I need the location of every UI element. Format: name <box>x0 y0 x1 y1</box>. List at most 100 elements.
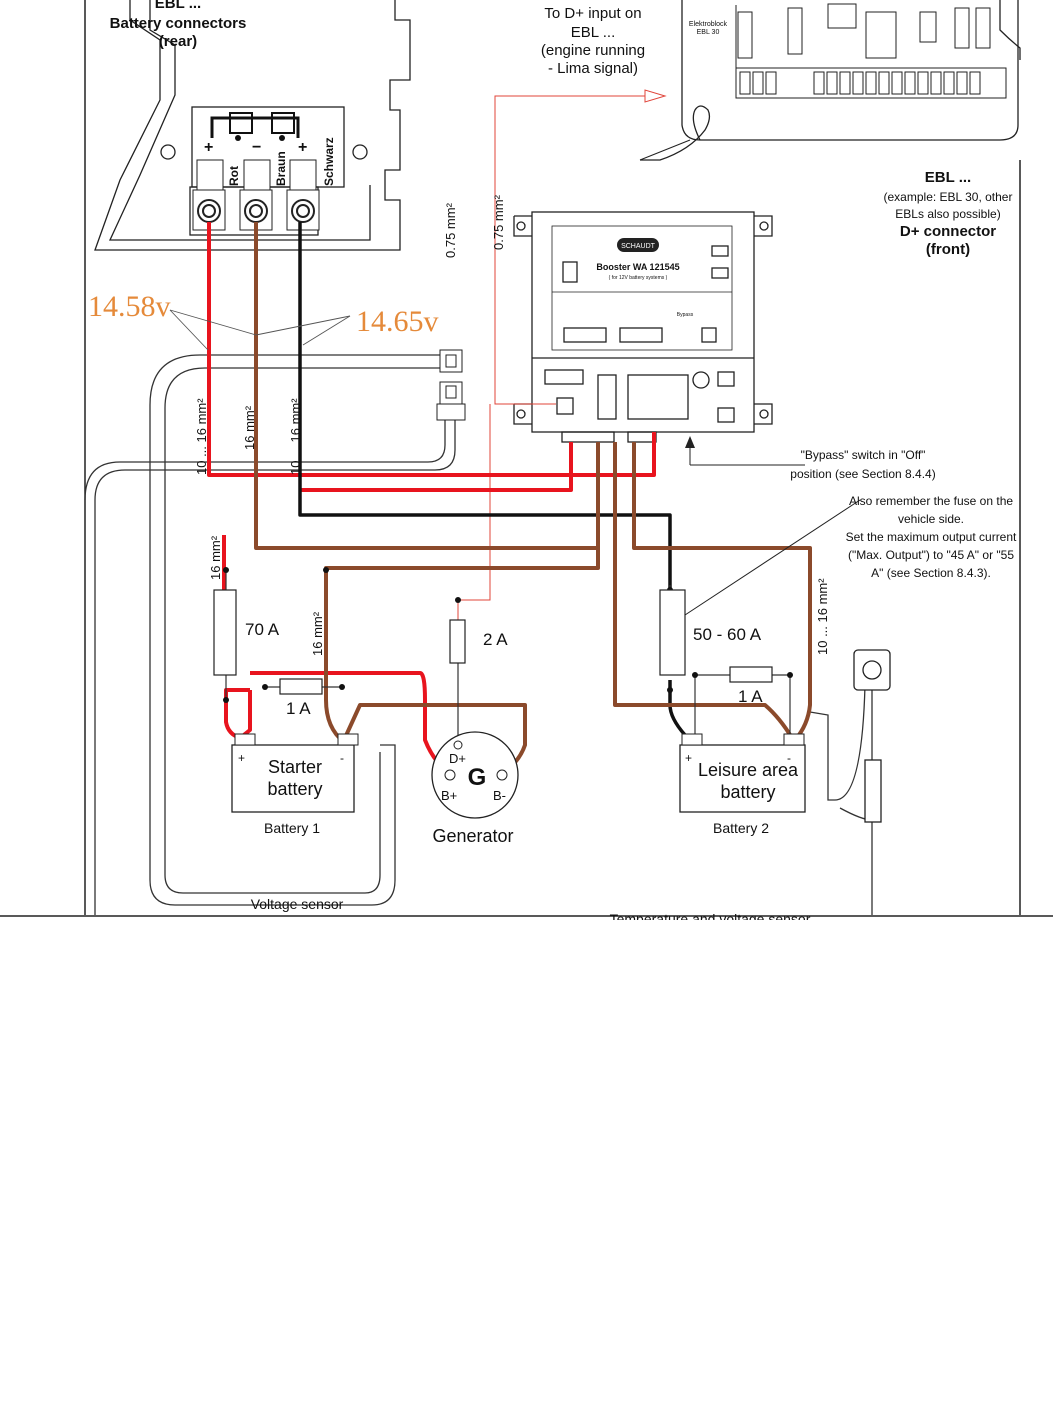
fuse-1a-starter <box>279 678 323 695</box>
ebl-front-line3: D+ connector <box>900 223 996 240</box>
starter-battery-box <box>231 744 355 813</box>
d-plus-note-line4: - Lima signal) <box>548 60 638 77</box>
generator-symbol <box>431 731 519 819</box>
generator-bminus-terminal <box>496 769 508 781</box>
temp-sensor-body <box>864 759 882 823</box>
sensor-cables <box>84 354 873 915</box>
ebl-rear-minus: − <box>252 139 261 156</box>
ebl-rear-plus2: + <box>298 139 307 156</box>
voltage-reading-1: 14.58v <box>88 290 171 323</box>
leisure-battery-box <box>679 744 806 813</box>
ebl-rear-terminals <box>192 112 320 231</box>
fuse-2a-label: 2 A <box>483 630 508 649</box>
voltage-sensor-label: Voltage sensor <box>251 896 344 912</box>
wire-label-075b: 0.75 mm² <box>491 194 506 250</box>
bypass-note-line2: position (see Section 8.4.4) <box>790 467 935 481</box>
generator-dplus-terminal <box>453 740 463 750</box>
leisure-battery-plus-post <box>681 733 703 746</box>
ebl-front-panel-name: Elektroblock <box>689 21 728 28</box>
fuse-note-line2: vehicle side. <box>898 512 964 526</box>
leisure-battery-plus: + <box>685 751 692 765</box>
wire-label-075a: 0.75 mm² <box>443 202 458 258</box>
wire-label-16c: 10 ... 16 mm² <box>288 398 303 475</box>
bypass-arrow <box>685 436 695 448</box>
wire-label-16d: 16 mm² <box>208 535 223 580</box>
voltage-pointer-lines <box>169 309 351 351</box>
ebl-rear-rot: Rot <box>227 166 241 186</box>
junction-dots <box>223 567 793 703</box>
starter-battery-minus-post <box>337 733 359 746</box>
d-plus-note-line1: To D+ input on <box>544 5 641 22</box>
leisure-battery-minus-post <box>783 733 805 746</box>
ebl-rear-braun: Braun <box>274 151 288 186</box>
fuse-50-60a-label: 50 - 60 A <box>693 625 762 644</box>
brown-wires <box>254 222 812 774</box>
sensor-plug-housing <box>436 403 466 421</box>
fuse-note-line5: A" (see Section 8.4.3). <box>871 566 991 580</box>
ebl-rear-schwarz: Schwarz <box>322 137 336 186</box>
sensor-plug-a <box>439 349 463 373</box>
ebl-rear-subtitle: Battery connectors <box>110 15 247 32</box>
starter-battery-plus-post <box>234 733 256 746</box>
wire-label-16b: 16 mm² <box>242 405 257 450</box>
voltage-reading-2: 14.65v <box>356 305 439 338</box>
leisure-battery-name1: Leisure area <box>698 760 799 780</box>
leisure-battery-minus: - <box>787 751 791 765</box>
generator-bplus-terminal <box>444 769 456 781</box>
d-plus-note-line3: (engine running <box>541 42 645 59</box>
booster-brand: SCHAUDT <box>621 243 656 250</box>
booster-bypass: Bypass <box>677 312 694 318</box>
fuse-1a-starter-label: 1 A <box>286 699 311 718</box>
starter-battery-minus: - <box>340 751 344 765</box>
temp-sensor-label: Temperature and voltage sensor <box>610 911 811 920</box>
fuse-1a-leisure-label: 1 A <box>738 687 763 706</box>
ebl-front-fuses <box>737 3 991 95</box>
wire-label-16e: 16 mm² <box>310 611 325 656</box>
fuse-1a-leisure <box>729 666 773 683</box>
sensor-plug-b-inner <box>445 385 457 399</box>
starter-battery-caption: Battery 1 <box>264 820 320 836</box>
leisure-battery-name2: battery <box>720 782 775 802</box>
starter-battery-plus: + <box>238 751 245 765</box>
booster-logo <box>617 238 659 252</box>
wiring-diagram: + − + Rot Braun Schwarz EBL ... Battery … <box>0 0 1053 920</box>
bypass-note-line1: "Bypass" switch in "Off" <box>801 448 926 462</box>
ebl-rear-subtitle2: (rear) <box>159 33 197 50</box>
ebl-front-line4: (front) <box>926 241 970 258</box>
generator-bplus: B+ <box>441 788 457 803</box>
booster-name: Booster WA 121545 <box>596 262 679 272</box>
fuse-note-line4: ("Max. Output") to "45 A" or "55 <box>848 548 1014 562</box>
fuse-70a-label: 70 A <box>245 620 280 639</box>
wire-label-16f: 10 ... 16 mm² <box>815 578 830 655</box>
ebl-front-line2: EBLs also possible) <box>895 207 1000 221</box>
ebl-front-line1: (example: EBL 30, other <box>884 190 1013 204</box>
ebl-front-title: EBL ... <box>925 169 971 186</box>
fuse-2a <box>449 619 466 664</box>
fuse-50-60a <box>659 589 686 676</box>
black-wires <box>298 222 687 737</box>
sensor-plug-a-inner <box>445 354 457 368</box>
leisure-battery-caption: Battery 2 <box>713 820 769 836</box>
fuse-note-line3: Set the maximum output current <box>846 530 1017 544</box>
ebl-rear-plus: + <box>204 139 213 156</box>
generator-bminus: B- <box>493 788 506 803</box>
temp-sensor-lug <box>853 649 891 691</box>
fuse-note-pointer <box>684 499 861 616</box>
generator-letter: G <box>468 764 487 791</box>
booster-unit <box>513 211 773 443</box>
starter-battery-name2: battery <box>267 779 322 799</box>
wire-label-16a: 10 ... 16 mm² <box>194 398 209 475</box>
sensor-plug-b <box>439 381 463 405</box>
fuse-70a <box>213 589 237 676</box>
starter-battery-name1: Starter <box>268 757 322 777</box>
page-frame <box>0 0 1053 917</box>
d-plus-note-line2: EBL ... <box>571 24 615 41</box>
thin-fuse-lines <box>225 570 791 740</box>
ebl-front-panel-model: EBL 30 <box>697 29 720 36</box>
fuse-note-line1: Also remember the fuse on the <box>849 494 1013 508</box>
generator-dplus: D+ <box>449 751 466 766</box>
ebl-front-panel <box>639 0 1021 161</box>
temp-sensor-lug-hole <box>862 660 882 680</box>
booster-sub: ( for 12V battery systems ) <box>609 275 668 281</box>
ebl-rear-title: EBL ... <box>155 0 201 12</box>
